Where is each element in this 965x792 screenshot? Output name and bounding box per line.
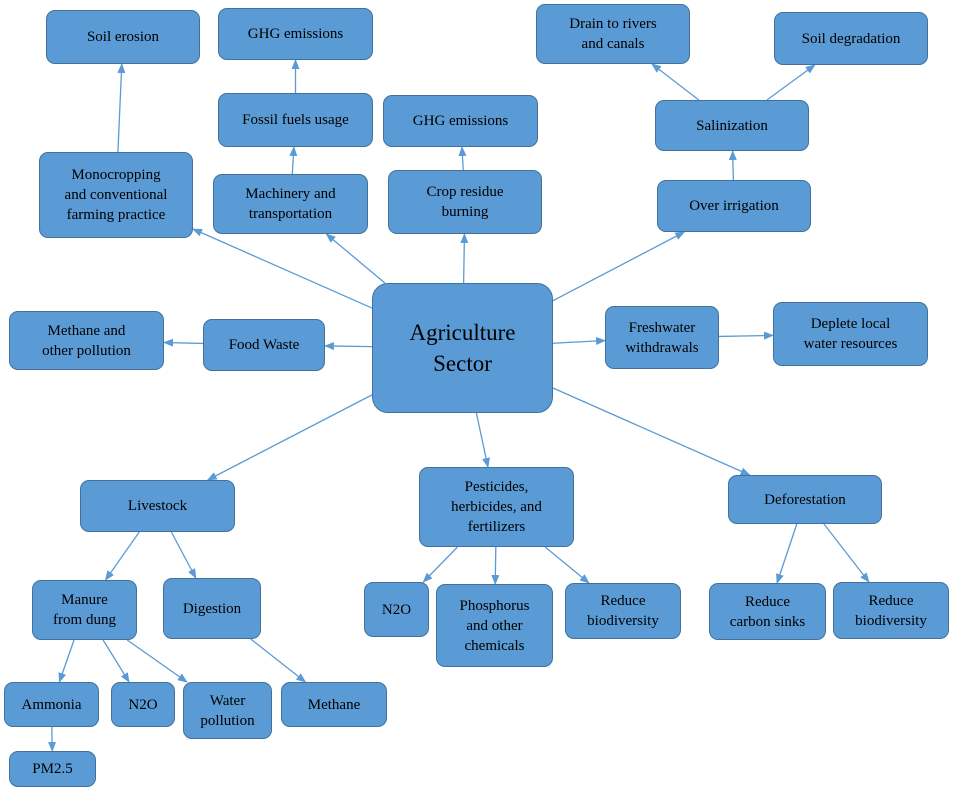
arrow-manure-to-n2o-manure (102, 639, 130, 683)
node-pesticides-herbicides-fertilizers: Pesticides, herbicides, and fertilizers (419, 467, 574, 547)
arrow-agri-to-fresh (552, 336, 606, 345)
arrow-overirr-to-salin (728, 150, 737, 181)
node-fossil-fuels-usage: Fossil fuels usage (218, 93, 373, 147)
node-agriculture-sector: Agriculture Sector (372, 283, 553, 413)
node-soil-erosion: Soil erosion (46, 10, 200, 64)
node-drain-to-rivers: Drain to rivers and canals (536, 4, 690, 64)
arrow-agri-to-crop (460, 233, 469, 284)
node-reduce-carbon-sinks: Reduce carbon sinks (709, 583, 826, 640)
arrow-manure-to-water-poll (126, 639, 188, 683)
arrow-food-to-methane-other (163, 338, 204, 347)
arrow-livestock-to-digest (170, 531, 197, 579)
node-reduce-biodiversity-deforestation: Reduce biodiversity (833, 582, 949, 639)
arrow-agri-to-overirr (552, 231, 686, 302)
arrow-salin-to-drain (651, 63, 700, 101)
node-food-waste: Food Waste (203, 319, 325, 371)
node-crop-residue-burning: Crop residue burning (388, 170, 542, 234)
arrow-agri-to-food (324, 342, 373, 351)
arrow-agri-to-mono (192, 228, 373, 309)
arrow-pest-to-phos (491, 546, 500, 585)
node-digestion: Digestion (163, 578, 261, 639)
arrow-mono-to-soil-erosion (117, 63, 126, 153)
arrow-digest-to-methane (250, 638, 307, 683)
node-salinization: Salinization (655, 100, 809, 151)
arrow-livestock-to-manure (104, 531, 140, 581)
node-pm25: PM2.5 (9, 751, 96, 787)
arrow-pest-to-reduce-bio-pest (544, 546, 590, 584)
arrow-crop-to-ghg-mid (458, 146, 467, 171)
node-n2o-manure: N2O (111, 682, 175, 727)
arrow-pest-to-n2o-pest (422, 546, 458, 583)
node-over-irrigation: Over irrigation (657, 180, 811, 232)
arrow-mach-to-fossil (289, 146, 298, 175)
node-phosphorus-chemicals: Phosphorus and other chemicals (436, 584, 553, 667)
arrow-agri-to-defor (552, 387, 751, 476)
node-ammonia: Ammonia (4, 682, 99, 727)
node-reduce-biodiversity-pesticides: Reduce biodiversity (565, 583, 681, 639)
node-ghg-emissions-mid: GHG emissions (383, 95, 538, 147)
node-manure-from-dung: Manure from dung (32, 580, 137, 640)
arrow-agri-to-pest (475, 412, 490, 468)
node-deplete-water-resources: Deplete local water resources (773, 302, 928, 366)
arrow-defor-to-reduce-carbon (776, 523, 798, 584)
node-water-pollution: Water pollution (183, 682, 272, 739)
arrow-salin-to-soil-degr (766, 64, 816, 101)
arrow-agri-to-mach (325, 233, 386, 284)
node-monocropping: Monocropping and conventional farming pr… (39, 152, 193, 238)
node-ghg-emissions-top: GHG emissions (218, 8, 373, 60)
node-methane-other-pollution: Methane and other pollution (9, 311, 164, 370)
node-deforestation: Deforestation (728, 475, 882, 524)
node-soil-degradation: Soil degradation (774, 12, 928, 65)
node-machinery-transportation: Machinery and transportation (213, 174, 368, 234)
node-freshwater-withdrawals: Freshwater withdrawals (605, 306, 719, 369)
node-n2o-pesticides: N2O (364, 582, 429, 637)
arrow-manure-to-ammonia (58, 639, 75, 683)
arrow-defor-to-reduce-bio-def (823, 523, 870, 583)
arrow-fresh-to-deplete (718, 331, 774, 340)
node-methane: Methane (281, 682, 387, 727)
arrow-agri-to-livestock (206, 394, 373, 481)
node-livestock: Livestock (80, 480, 235, 532)
